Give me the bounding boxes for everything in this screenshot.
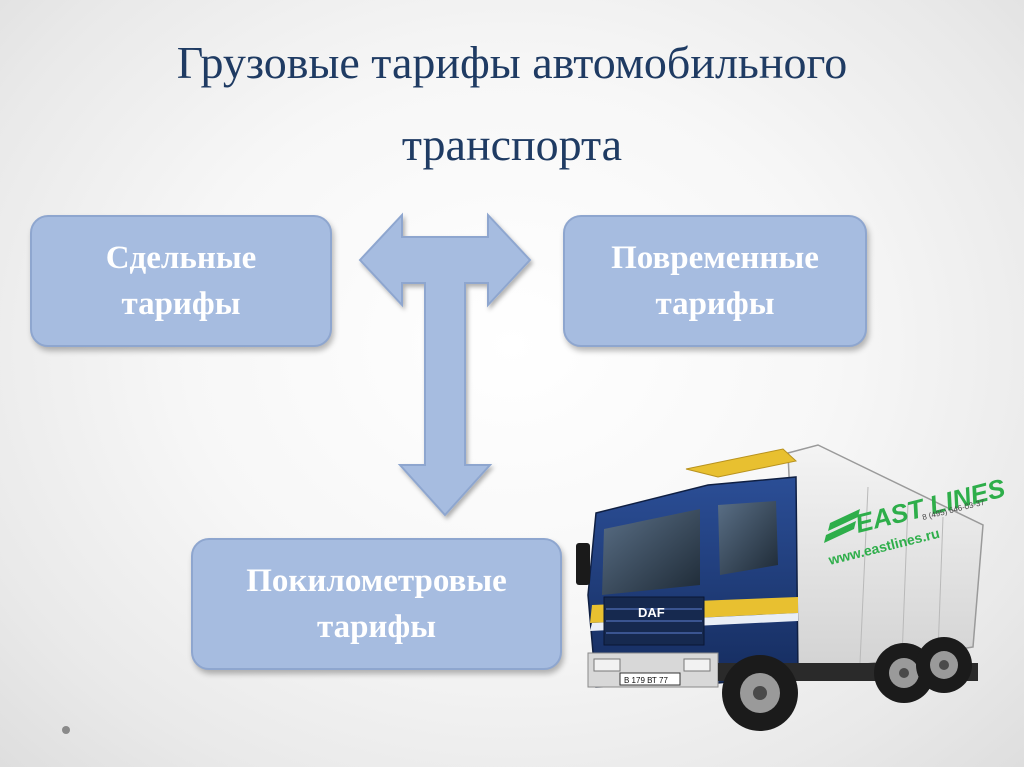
slide-title-line-2: транспорта: [401, 119, 623, 170]
license-plate-text: В 179 ВТ 77: [624, 676, 668, 685]
piece-rate-tariffs-box: Сдельные тарифы: [30, 215, 332, 347]
three-way-arrow: [358, 212, 532, 517]
time-based-tariffs-box: Повременные тарифы: [563, 215, 867, 347]
front-wheel: [722, 655, 798, 731]
roof-spoiler: [685, 448, 798, 478]
headlight-left: [593, 658, 621, 672]
side-window: [718, 501, 778, 575]
per-kilometer-tariffs-box: Покилометровые тарифы: [191, 538, 562, 670]
slide-title-line-1: Грузовые тарифы автомобильного: [176, 37, 848, 88]
per-kilometer-line-1: Покилометровые: [246, 563, 507, 599]
arrow-shape: [358, 212, 532, 517]
slide-bullet-dot: [62, 726, 70, 734]
rear-wheel-2: [916, 637, 972, 693]
truck-image: EAST LINES www.eastlines.ru 8 (495) 646-…: [576, 444, 1009, 731]
headlight-right: [683, 658, 711, 672]
side-mirror: [576, 543, 590, 585]
piece-rate-line-2: тарифы: [121, 286, 241, 322]
piece-rate-line-1: Сдельные: [105, 240, 257, 276]
time-based-line-2: тарифы: [655, 286, 775, 322]
slide-title: Грузовые тарифы автомобильного транспорт…: [60, 22, 964, 186]
time-based-line-1: Повременные: [611, 240, 819, 276]
license-plate: [619, 672, 681, 686]
per-kilometer-line-2: тарифы: [316, 609, 437, 645]
windshield: [602, 509, 700, 595]
daf-badge: DAF: [638, 605, 665, 620]
